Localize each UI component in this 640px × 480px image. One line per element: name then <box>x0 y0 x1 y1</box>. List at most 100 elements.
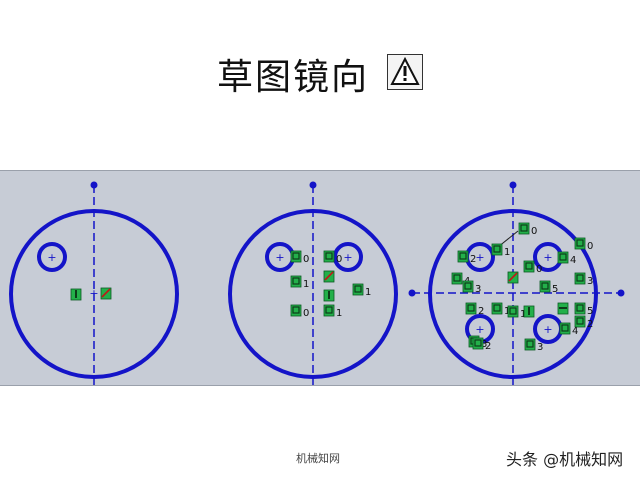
relation-index-label: 1 <box>365 287 371 298</box>
symmetric-relation-icon <box>459 252 467 260</box>
coincident-icon <box>324 271 334 281</box>
sketch-relation-marker[interactable]: 5 <box>539 280 558 295</box>
sketch-relation-marker[interactable] <box>323 270 335 283</box>
footer-watermark-left: 机械知网 <box>296 452 340 465</box>
svg-text:+: + <box>475 251 484 264</box>
relation-index-label: 0 <box>303 254 309 265</box>
symmetric-relation-icon <box>576 304 584 312</box>
symmetric-relation-icon <box>559 253 567 261</box>
hole-circle <box>37 242 67 272</box>
relation-index-label: 2 <box>485 341 491 352</box>
symmetric-relation-icon <box>464 282 472 290</box>
symmetric-relation-icon <box>325 306 333 314</box>
sketch-relation-marker[interactable]: 0 <box>323 250 342 265</box>
sketch-relation-marker[interactable]: 4 <box>557 251 576 266</box>
relation-index-label: 2 <box>587 319 593 330</box>
symmetric-relation-icon <box>576 317 584 325</box>
symmetric-relation-icon <box>541 282 549 290</box>
sketch-1: + + <box>9 181 179 385</box>
sketch-relation-marker[interactable]: 1 <box>352 283 371 298</box>
coincident-icon <box>101 288 111 298</box>
sketch-relation-marker[interactable]: 0 <box>518 222 537 237</box>
relation-index-label: 5 <box>552 284 558 295</box>
sketch-relation-marker[interactable]: 2 <box>465 302 484 317</box>
sketch-canvas[interactable]: + + + + + + + <box>0 170 640 386</box>
symmetric-relation-icon <box>354 285 362 293</box>
svg-text:+: + <box>475 323 484 336</box>
symmetric-relation-icon <box>325 252 333 260</box>
sketch-relation-marker[interactable]: 2 <box>457 250 476 265</box>
svg-text:+: + <box>47 251 56 264</box>
relation-index-label: 3 <box>475 284 481 295</box>
sketch-relation-marker[interactable]: 0 <box>290 250 309 265</box>
sketch-relation-marker[interactable] <box>507 271 519 284</box>
symmetric-relation-icon <box>525 262 533 270</box>
relation-index-label: 1 <box>504 306 510 317</box>
relation-index-label: 3 <box>537 342 543 353</box>
symmetric-relation-icon <box>292 277 300 285</box>
relation-index-label: 2 <box>470 254 476 265</box>
svg-text:+: + <box>543 251 552 264</box>
symmetric-relation-icon <box>493 304 501 312</box>
sketch-relation-marker[interactable] <box>557 302 569 315</box>
sketch-relation-marker[interactable] <box>70 288 82 301</box>
sketch-relation-marker[interactable] <box>100 287 112 300</box>
sketch-relation-marker[interactable]: 1 <box>491 302 510 317</box>
sketch-relation-marker[interactable]: 0 <box>290 304 309 319</box>
symmetric-relation-icon <box>576 239 584 247</box>
svg-text:+: + <box>275 251 284 264</box>
sketch-relation-marker[interactable]: 3 <box>574 272 593 287</box>
sketch-relation-marker[interactable]: 5 <box>574 302 593 317</box>
outer-circle <box>9 209 179 379</box>
symmetric-relation-icon <box>292 252 300 260</box>
sketch-relation-marker[interactable]: 1 <box>290 275 309 290</box>
svg-text:+: + <box>89 287 98 300</box>
relation-index-label: 2 <box>478 306 484 317</box>
svg-text:+: + <box>543 323 552 336</box>
symmetric-relation-icon <box>493 245 501 253</box>
relation-index-label: 3 <box>587 276 593 287</box>
sketch-relation-marker[interactable]: 4 <box>559 322 578 337</box>
symmetric-relation-icon <box>509 307 517 315</box>
svg-text:+: + <box>343 251 352 264</box>
sketch-relation-marker[interactable]: 1 <box>323 304 342 319</box>
symmetric-relation-icon <box>467 304 475 312</box>
relation-index-label: 4 <box>572 326 578 337</box>
slide-title: 草图镜向 <box>216 57 369 98</box>
relation-index-label: 4 <box>570 255 576 266</box>
symmetric-relation-icon <box>453 274 461 282</box>
slide-title-row: 草图镜向 <box>0 48 640 100</box>
sketch-relation-marker[interactable]: 0 <box>574 237 593 252</box>
symmetric-relation-icon <box>520 224 528 232</box>
sketch-relation-marker[interactable]: 0 <box>523 260 542 275</box>
sketch-2: + + <box>228 181 398 385</box>
relation-index-label: 1 <box>336 308 342 319</box>
relation-index-label: 0 <box>536 264 542 275</box>
relation-index-label: 3 <box>481 339 487 350</box>
slide-title-wrap: 草图镜向 <box>217 48 423 100</box>
symmetric-relation-icon <box>292 306 300 314</box>
sketch-relation-marker[interactable]: 1 <box>491 243 510 258</box>
symmetric-relation-icon <box>576 274 584 282</box>
symmetric-relation-icon <box>526 340 534 348</box>
relations-layer: 0011010021044335211524323 <box>70 222 593 353</box>
sketch-relation-marker[interactable] <box>323 289 335 302</box>
sketch-relation-marker[interactable]: 2 <box>472 337 491 352</box>
sketch-drawing: + + + + + + + <box>9 181 625 385</box>
relation-index-label: 1 <box>520 309 526 320</box>
relation-index-label: 0 <box>587 241 593 252</box>
sketch-relation-marker[interactable]: 3 <box>462 280 481 295</box>
sketch-relation-marker[interactable]: 1 <box>507 305 526 320</box>
symmetric-relation-icon <box>561 324 569 332</box>
relation-index-label: 0 <box>531 226 537 237</box>
sketch-mirror-warning-icon[interactable] <box>387 54 423 90</box>
coincident-icon <box>508 272 518 282</box>
relation-index-label: 0 <box>336 254 342 265</box>
sketch-relation-marker[interactable]: 2 <box>574 315 593 330</box>
relation-index-label: 0 <box>303 308 309 319</box>
footer-watermark-right: 头条 @机械知网 <box>506 450 624 469</box>
sketch-relation-marker[interactable] <box>523 305 535 318</box>
relation-index-label: 1 <box>504 247 510 258</box>
sketch-relation-marker[interactable]: 3 <box>524 338 543 353</box>
symmetric-relation-icon <box>474 339 482 347</box>
